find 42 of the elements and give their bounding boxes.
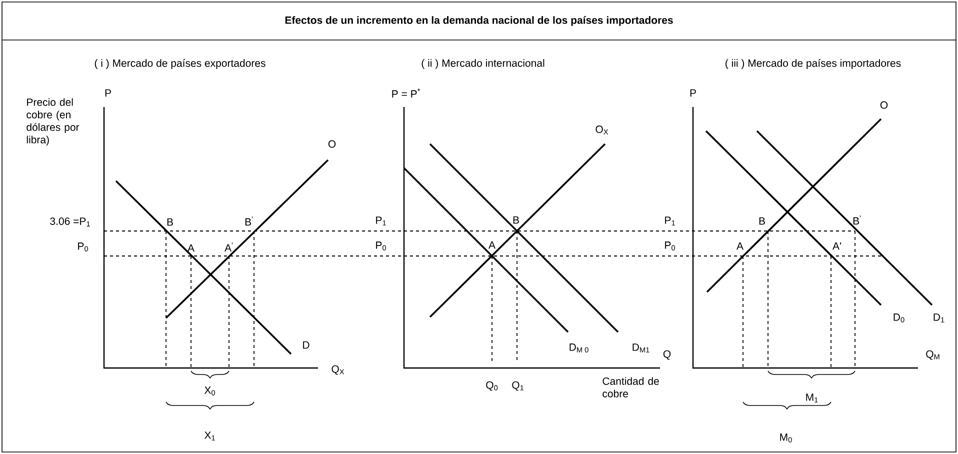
- curve-label: D$_{1}$: [934, 314, 944, 322]
- point-label: A': [832, 242, 841, 250]
- chart-title: Efectos de un incremento en la demanda nacional de los países importadores: [285, 16, 673, 26]
- point-label: A: [188, 244, 194, 252]
- price-label: P$_{0}$: [376, 242, 386, 250]
- point-label: B: [759, 217, 765, 225]
- brace-label: M$_{0}$: [780, 434, 792, 442]
- price-label: 3.06 =P$_{1}$: [50, 218, 90, 226]
- axis-label: Q$_{M}$: [926, 350, 940, 360]
- curve-label: D$_{0}$: [894, 314, 904, 322]
- axis-label: P = P$^{*}$: [392, 88, 420, 98]
- point-label: A$^{'}$: [224, 242, 233, 252]
- price-label: P$_{0}$: [78, 242, 88, 252]
- point-label: B: [513, 216, 519, 224]
- brace-label: X$_{0}$: [204, 386, 216, 396]
- axis-label: Q$_{X}$: [332, 365, 344, 375]
- price-label: P$_{1}$: [376, 216, 386, 226]
- curve-label: O: [328, 140, 336, 148]
- axis-label: Q: [663, 350, 671, 360]
- point-label: B$^{'}$: [245, 216, 253, 226]
- curve-label: O$_{X}$: [596, 126, 608, 134]
- axis-title: Precio del cobre (en dólares por libra): [26, 98, 80, 146]
- curve-label: O: [880, 101, 888, 109]
- axis-label: P: [105, 89, 111, 97]
- point-label: A: [488, 241, 496, 249]
- point-label: B$^{'}$: [853, 215, 861, 224]
- price-label: P$_{0}$: [665, 242, 676, 250]
- curve-label: D$_{M1}$: [632, 344, 650, 352]
- axis-label: P: [690, 89, 696, 97]
- point-label: B: [167, 218, 173, 226]
- curve-label: D$_{M 0}$: [570, 344, 588, 352]
- curve-label: D: [303, 341, 310, 349]
- panel-title: ( ii ) Mercado internacional: [422, 59, 544, 69]
- quantity-label: Q$_{1}$: [512, 381, 524, 391]
- point-label: A: [736, 242, 744, 250]
- panel-title: ( i ) Mercado de países exportadores: [94, 59, 266, 69]
- price-label: P$_{1}$: [665, 216, 675, 226]
- axis-title: Cantidad de cobre: [602, 377, 659, 398]
- panel-title: ( iii ) Mercado de países importadores: [726, 59, 901, 69]
- quantity-label: Q$_{0}$: [486, 381, 498, 391]
- brace-label: M$_{1}$: [806, 394, 818, 402]
- brace-label: X$_{1}$: [204, 432, 215, 440]
